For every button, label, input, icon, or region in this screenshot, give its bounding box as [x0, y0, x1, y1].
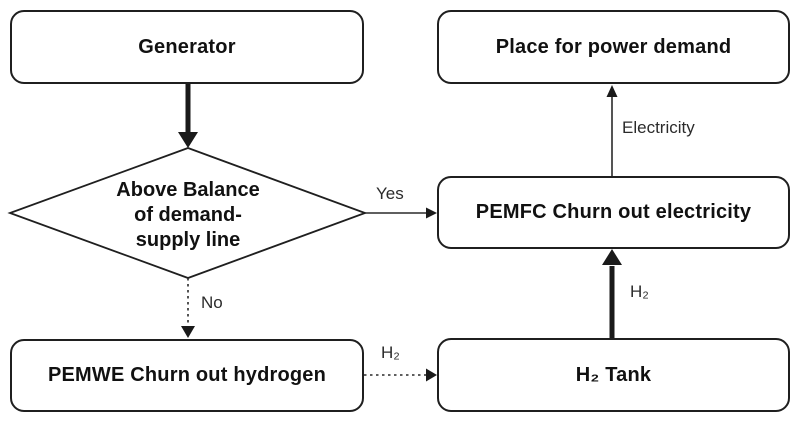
arrow-generator-to-decision	[178, 84, 198, 148]
arrow-pemwe-to-h2-tank	[364, 368, 437, 382]
edge-label-yes: Yes	[376, 184, 404, 203]
node-pemwe-label: PEMWE Churn out hydrogen	[47, 364, 327, 386]
node-decision-label: Above Balance of demand- supply line	[116, 179, 260, 251]
node-generator-label: Generator	[138, 35, 236, 58]
node-pemwe: PEMWE Churn out hydrogen	[10, 339, 364, 412]
edge-label-electricity: Electricity	[622, 118, 695, 137]
node-generator: Generator	[10, 10, 364, 84]
node-pemfc: PEMFC Churn out electricity	[437, 176, 790, 249]
node-h2-tank-label: H₂ Tank	[575, 363, 652, 386]
node-power-demand: Place for power demand	[437, 10, 790, 84]
node-h2-tank: H₂ Tank	[437, 338, 790, 412]
arrow-decision-to-pemwe	[181, 278, 195, 338]
edge-label-no: No	[201, 293, 223, 312]
arrow-pemfc-to-power-demand	[606, 85, 618, 176]
node-power-demand-label: Place for power demand	[495, 35, 732, 58]
arrow-h2-tank-to-pemfc	[602, 249, 622, 338]
edge-label-h2-horizontal: H₂	[381, 343, 400, 362]
node-pemfc-label: PEMFC Churn out electricity	[475, 201, 752, 223]
edge-label-h2-vertical: H₂	[630, 282, 649, 301]
arrow-decision-to-pemfc	[365, 207, 437, 219]
